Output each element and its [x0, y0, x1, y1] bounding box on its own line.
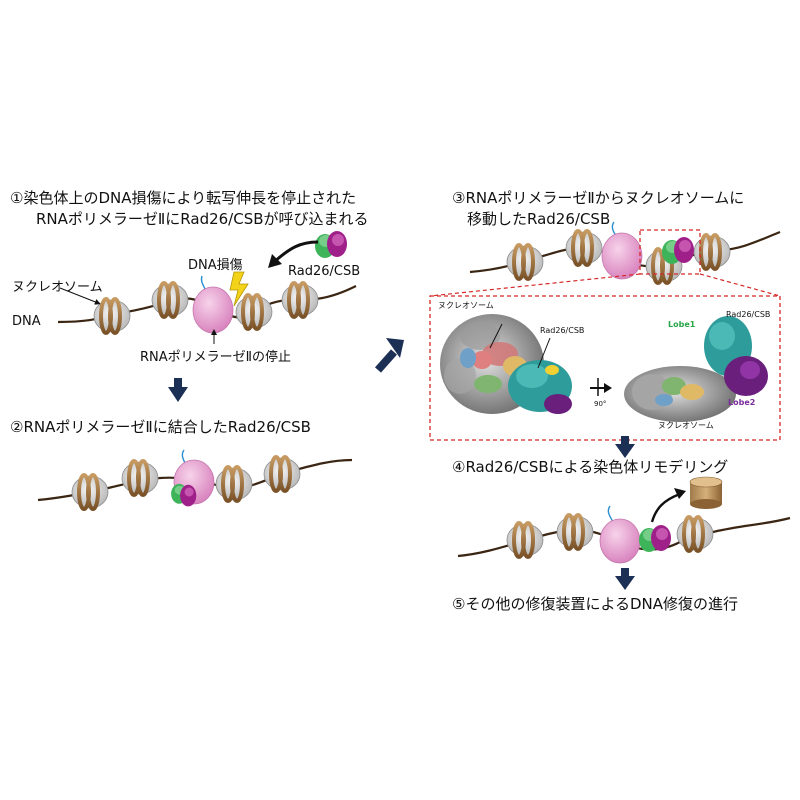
- nucleosome-1b: [152, 283, 188, 317]
- nucleosome-1d: [282, 283, 318, 317]
- zoom-line-right: [700, 274, 780, 296]
- rna-polymerase-1: [193, 287, 233, 333]
- nucleosome-1c: [236, 295, 272, 329]
- inset-lobe2-label: Lobe2: [728, 398, 755, 407]
- nucleosome-4b: [557, 515, 593, 549]
- nucleosome-pointer: [60, 288, 98, 303]
- zoom-line-left: [430, 274, 640, 296]
- nucleosome-2c: [216, 467, 252, 501]
- inset-rotation-label: 90°: [594, 400, 606, 408]
- nucleosome-3b: [566, 231, 602, 265]
- inset-lobe1-label: Lobe1: [668, 320, 695, 329]
- down-arrow-4-head: [615, 576, 635, 590]
- down-arrow-1-stem: [174, 378, 182, 388]
- nucleosome-2b: [122, 461, 158, 495]
- inset-nucleosome-right-label: ヌクレオソーム: [658, 420, 714, 431]
- nucleosome-4a: [507, 523, 543, 557]
- rad26-incoming: [315, 231, 347, 258]
- rna-polymerase-3: [602, 233, 642, 279]
- nucleosome-1a: [94, 299, 130, 333]
- eviction-arrow: [652, 494, 680, 522]
- rad26-remodeling-4: [639, 525, 671, 552]
- diagonal-arrow-stem: [378, 352, 394, 370]
- inset-rad26-right-label: Rad26/CSB: [726, 310, 770, 319]
- rad26-on-nucleosome-3: [662, 237, 694, 264]
- nucleosome-4c: [677, 517, 713, 551]
- nucleosome-2d: [264, 457, 300, 491]
- evicted-histone-cylinder: [690, 477, 722, 509]
- rad26-approach-arrow: [274, 242, 318, 262]
- inset-rad26-left-label: Rad26/CSB: [540, 326, 584, 335]
- rna-polymerase-4: [600, 519, 640, 563]
- rad26-bound-2: [171, 484, 196, 507]
- down-arrow-1-head: [168, 387, 188, 402]
- nucleosome-3a: [507, 245, 543, 279]
- nucleosome-2a: [72, 475, 108, 509]
- down-arrow-3-head: [615, 444, 635, 458]
- inset-nucleosome-left-label: ヌクレオソーム: [438, 300, 494, 311]
